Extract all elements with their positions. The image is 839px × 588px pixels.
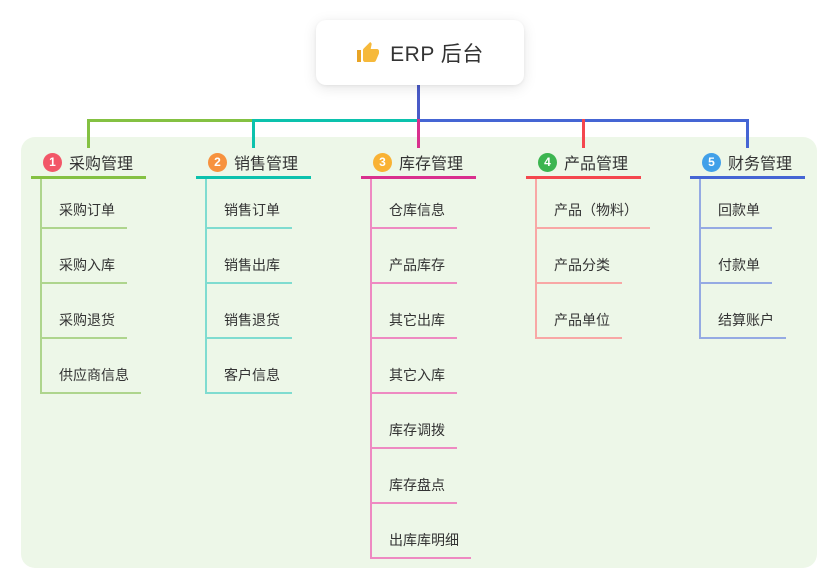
child-node[interactable]: 产品单位	[537, 310, 622, 339]
root-node-label: ERP 后台	[390, 42, 484, 66]
child-node[interactable]: 供应商信息	[42, 365, 141, 394]
branch-node-4[interactable]: 4 产品管理	[526, 148, 641, 179]
child-row: 销售退货	[207, 284, 292, 339]
branch-number-badge: 1	[43, 152, 62, 172]
branch-label: 财务管理	[728, 156, 793, 173]
child-node[interactable]: 其它入库	[372, 365, 457, 394]
branch-3: 3 库存管理仓库信息产品库存其它出库其它入库库存调拨库存盘点出库库明细	[361, 148, 476, 559]
branch-4: 4 产品管理产品（物料） 产品分类产品单位	[526, 148, 650, 339]
branch-number-badge: 5	[702, 152, 721, 172]
connector-drop-branch-5	[746, 119, 749, 148]
child-row: 产品（物料）	[537, 179, 650, 229]
branch-1: 1 采购管理采购订单采购入库采购退货供应商信息	[31, 148, 146, 394]
child-row: 其它出库	[372, 284, 471, 339]
child-node[interactable]: 回款单	[701, 200, 772, 229]
branch-number-badge: 2	[208, 152, 227, 172]
branch-node-5[interactable]: 5 财务管理	[690, 148, 805, 179]
branch-children: 回款单付款单结算账户	[699, 179, 786, 339]
connector-drop-branch-3	[417, 119, 420, 148]
branch-label: 库存管理	[399, 156, 464, 173]
branch-number-badge: 3	[373, 152, 392, 172]
child-node[interactable]: 结算账户	[701, 310, 786, 339]
branch-label: 销售管理	[234, 156, 299, 173]
child-row: 付款单	[701, 229, 786, 284]
child-row: 产品库存	[372, 229, 471, 284]
branch-children: 销售订单销售出库销售退货客户信息	[205, 179, 292, 394]
branch-node-1[interactable]: 1 采购管理	[31, 148, 146, 179]
branch-2: 2 销售管理销售订单销售出库销售退货客户信息	[196, 148, 311, 394]
child-node[interactable]: 采购订单	[42, 200, 127, 229]
child-row: 客户信息	[207, 339, 292, 394]
branch-children: 采购订单采购入库采购退货供应商信息	[40, 179, 141, 394]
child-row: 供应商信息	[42, 339, 141, 394]
child-node[interactable]: 出库库明细	[372, 530, 471, 559]
child-node[interactable]: 库存调拨	[372, 420, 457, 449]
child-node[interactable]: 库存盘点	[372, 475, 457, 504]
child-row: 库存盘点	[372, 449, 471, 504]
child-row: 销售出库	[207, 229, 292, 284]
branch-children: 仓库信息产品库存其它出库其它入库库存调拨库存盘点出库库明细	[370, 179, 471, 559]
child-row: 出库库明细	[372, 504, 471, 559]
child-node[interactable]: 付款单	[701, 255, 772, 284]
child-row: 产品分类	[537, 229, 650, 284]
branch-number-badge: 4	[538, 152, 557, 172]
thumbs-up-icon	[356, 41, 380, 65]
child-row: 采购退货	[42, 284, 141, 339]
branch-label: 采购管理	[69, 156, 134, 173]
child-row: 库存调拨	[372, 394, 471, 449]
child-row: 仓库信息	[372, 179, 471, 229]
connector-horizontal-teal	[252, 119, 417, 122]
child-node[interactable]: 仓库信息	[372, 200, 457, 229]
connector-root-vertical	[417, 85, 420, 122]
connector-drop-branch-2	[252, 119, 255, 148]
child-node[interactable]: 销售出库	[207, 255, 292, 284]
connector-horizontal-green	[87, 119, 252, 122]
child-row: 销售订单	[207, 179, 292, 229]
child-node[interactable]: 其它出库	[372, 310, 457, 339]
child-row: 采购订单	[42, 179, 141, 229]
branch-label: 产品管理	[564, 156, 629, 173]
child-row: 采购入库	[42, 229, 141, 284]
connector-drop-branch-4	[582, 119, 585, 148]
child-node[interactable]: 产品库存	[372, 255, 457, 284]
child-node[interactable]: 采购退货	[42, 310, 127, 339]
child-node[interactable]: 产品分类	[537, 255, 622, 284]
branch-5: 5 财务管理回款单付款单结算账户	[690, 148, 805, 339]
child-node[interactable]: 销售退货	[207, 310, 292, 339]
child-node[interactable]: 采购入库	[42, 255, 127, 284]
root-node-erp[interactable]: ERP 后台	[316, 20, 524, 85]
child-node[interactable]: 客户信息	[207, 365, 292, 394]
connector-drop-branch-1	[87, 119, 90, 148]
child-node[interactable]: 产品（物料）	[537, 200, 650, 229]
child-row: 产品单位	[537, 284, 650, 339]
branch-children: 产品（物料） 产品分类产品单位	[535, 179, 650, 339]
child-row: 结算账户	[701, 284, 786, 339]
child-node[interactable]: 销售订单	[207, 200, 292, 229]
branch-node-2[interactable]: 2 销售管理	[196, 148, 311, 179]
child-row: 回款单	[701, 179, 786, 229]
branch-node-3[interactable]: 3 库存管理	[361, 148, 476, 179]
child-row: 其它入库	[372, 339, 471, 394]
mindmap-board-background	[21, 137, 817, 568]
